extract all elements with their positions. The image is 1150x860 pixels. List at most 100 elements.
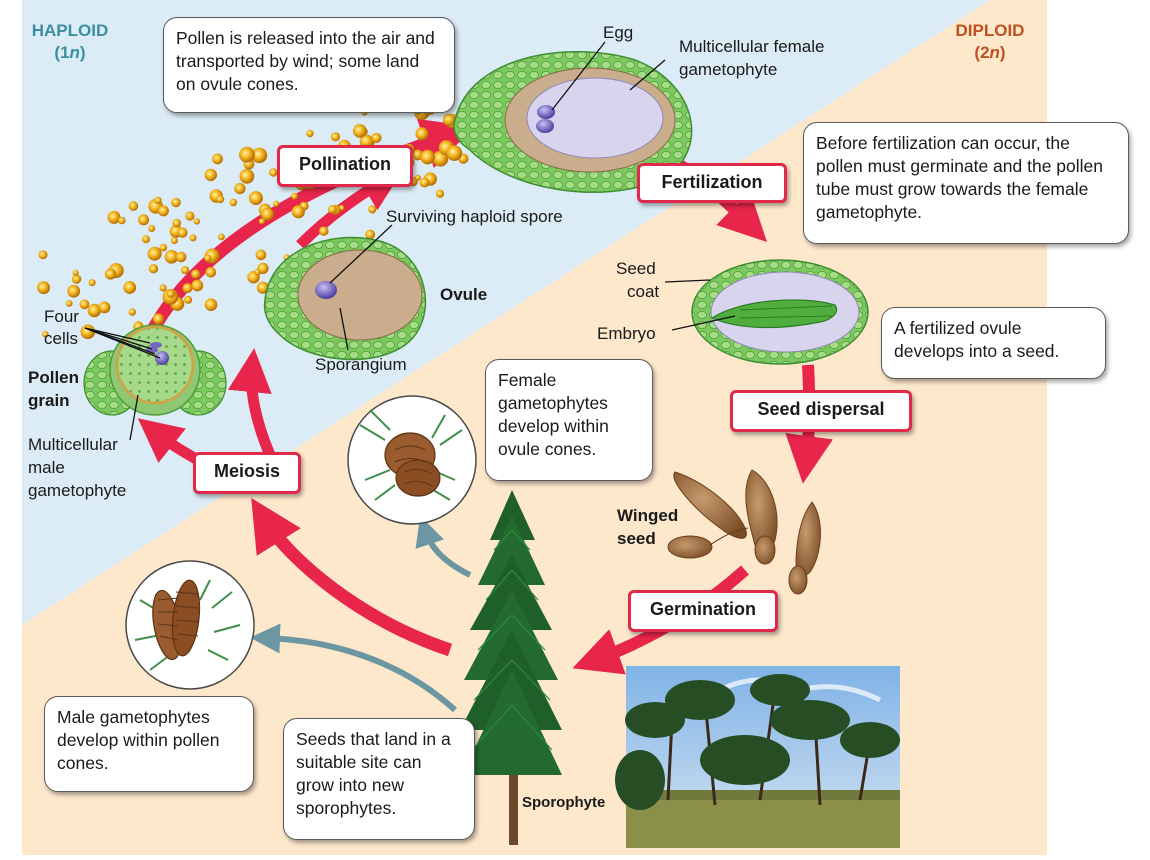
- pollen-particle: [204, 168, 217, 182]
- pollen-particle: [239, 146, 255, 163]
- label-egg: Egg: [603, 23, 634, 42]
- label-four-cells-line1: Four: [44, 307, 79, 326]
- pollen-particle: [204, 298, 218, 312]
- surviving-spore: [315, 281, 337, 299]
- pollen-cone-illustration: [125, 560, 255, 690]
- pollen-particle: [319, 226, 329, 236]
- diploid-title: DIPLOID: [955, 21, 1025, 40]
- label-winged-seed-line1: Winged: [617, 506, 679, 525]
- label-sporophyte: Sporophyte: [522, 794, 606, 811]
- label-sporangium: Sporangium: [315, 355, 407, 374]
- to-pollen-cone-arrow: [250, 623, 458, 713]
- pollen-particle: [159, 243, 168, 252]
- pollen-particle: [164, 249, 179, 264]
- stage-seed-dispersal: Seed dispersal: [730, 390, 912, 432]
- stage-pollination: Pollination: [277, 145, 413, 187]
- label-seed-coat-line2: coat: [627, 282, 660, 301]
- pollen-particle: [328, 204, 337, 214]
- label-four-cells-line2: cells: [44, 329, 79, 348]
- label-male-gametophyte-line3: gametophyte: [28, 481, 127, 500]
- haploid-close: ): [79, 43, 86, 62]
- pollen-particle: [37, 281, 50, 295]
- pollen-particle: [147, 246, 162, 261]
- pollen-particle: [152, 313, 164, 325]
- pollen-particle: [216, 195, 225, 204]
- winged-seeds: [667, 469, 821, 595]
- pollen-particle: [273, 200, 280, 207]
- pollen-particle: [107, 210, 121, 224]
- pollen-particle: [306, 129, 314, 138]
- meiosis-to-ovule-arrow: [227, 348, 276, 458]
- pollen-particle: [420, 149, 435, 165]
- label-embryo: Embryo: [597, 324, 656, 343]
- egg-cell: [537, 105, 555, 119]
- diploid-count: (2: [974, 43, 990, 62]
- label-male-gametophyte-line2: male: [28, 458, 65, 477]
- pollen-particle: [204, 254, 212, 262]
- callout-female-gametophytes: Female gametophytes develop within ovule…: [485, 359, 653, 481]
- haploid-count: (1: [54, 43, 70, 62]
- sporophyte-to-meiosis-arrow: [251, 497, 453, 657]
- pollen-particle: [159, 284, 167, 292]
- label-seed-coat-line1: Seed: [616, 259, 656, 278]
- pine-forest-photo: [615, 666, 900, 848]
- callout-pollen-release: Pollen is released into the air and tran…: [163, 17, 455, 113]
- pollen-particle: [415, 127, 429, 141]
- pollen-particle: [87, 303, 102, 318]
- pollen-particle: [260, 207, 274, 221]
- pollen-particle: [269, 168, 278, 177]
- pollen-particle: [170, 237, 178, 244]
- label-female-gametophyte-line2: gametophyte: [679, 60, 778, 79]
- pollen-particle: [414, 174, 421, 181]
- pollen-particle: [184, 295, 193, 304]
- pollen-particle: [172, 218, 181, 228]
- pollen-particle: [128, 201, 139, 211]
- pollen-particle: [359, 134, 374, 149]
- pollen-particle: [365, 229, 376, 240]
- pollen-particle: [118, 216, 126, 225]
- pollen-particle: [182, 283, 193, 294]
- pollen-particle: [446, 145, 463, 162]
- pollen-particle: [258, 218, 265, 225]
- pollen-particle: [251, 147, 268, 164]
- label-winged-seed-line2: seed: [617, 529, 656, 548]
- pollen-particle: [435, 189, 445, 198]
- label-male-gametophyte-line1: Multicellular: [28, 435, 118, 454]
- pollen-particle: [171, 197, 181, 208]
- pollen-particle: [442, 113, 456, 127]
- callout-seeds-land: Seeds that land in a suitable site can g…: [283, 718, 475, 840]
- pollen-particle: [148, 264, 159, 274]
- pollen-particle: [185, 211, 195, 221]
- stage-germination: Germination: [628, 590, 778, 632]
- pollen-particle: [177, 227, 188, 238]
- pollen-particle: [229, 198, 238, 207]
- pollen-particle: [212, 153, 223, 165]
- label-pollen-grain-line1: Pollen: [28, 368, 80, 387]
- pollen-particle: [38, 250, 48, 260]
- pollen-particle: [42, 330, 49, 338]
- pollen-particle: [248, 191, 263, 206]
- ovule-with-sporangium: [263, 224, 427, 361]
- to-ovule-cone-arrow: [415, 515, 472, 578]
- diploid-label: DIPLOID (2n): [950, 20, 1030, 64]
- pollen-particle: [128, 308, 136, 316]
- pollen-particle: [205, 267, 217, 278]
- pollen-particle: [148, 225, 156, 232]
- pollen-particle: [175, 251, 187, 263]
- callout-before-fertilization: Before fertilization can occur, the poll…: [803, 122, 1129, 244]
- pollen-particle: [88, 279, 96, 287]
- pollen-particle: [166, 289, 175, 298]
- pollen-particle: [71, 274, 82, 284]
- pollen-particle: [191, 269, 201, 279]
- label-ovule: Ovule: [440, 285, 488, 304]
- haploid-title: HAPLOID: [31, 21, 109, 40]
- pollen-particle: [193, 218, 200, 225]
- ovule-cone-illustration: [347, 395, 477, 525]
- pollen-particle: [234, 183, 246, 195]
- pollen-particle: [138, 214, 150, 226]
- pollen-particle: [352, 123, 367, 138]
- pollen-particle: [189, 234, 197, 242]
- pollen-particle: [291, 192, 298, 200]
- pollen-grain: [83, 324, 227, 441]
- pollen-particle: [80, 324, 96, 340]
